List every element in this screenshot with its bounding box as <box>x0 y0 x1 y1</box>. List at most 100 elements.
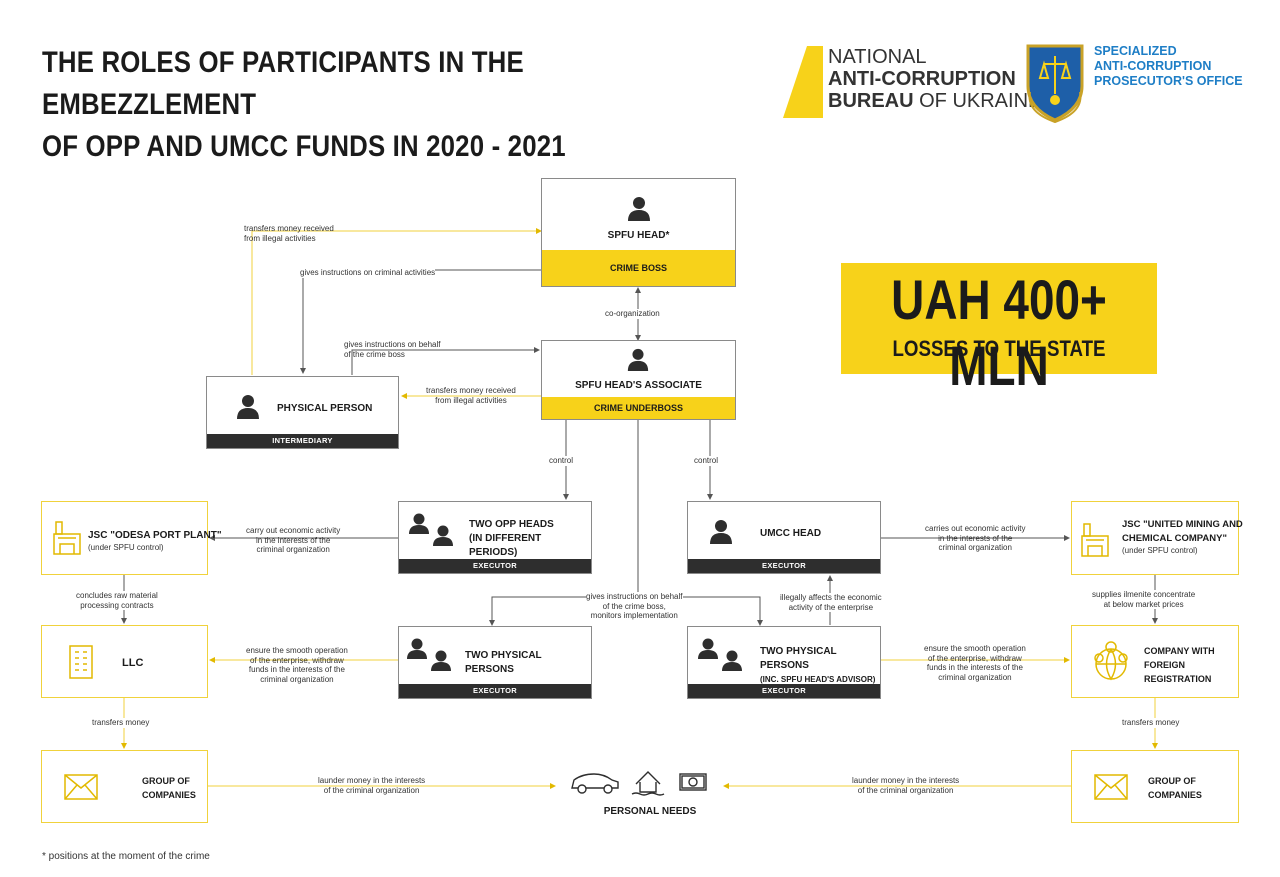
losses-caption: LOSSES TO THE STATE <box>892 336 1106 361</box>
edge-label-control-left: control <box>549 456 574 466</box>
two-persons-right-line-1: TWO PHYSICAL PERSONS <box>760 646 837 671</box>
edge-text: funds in the interests of the <box>926 663 1023 672</box>
edge-text: of the criminal organization <box>323 785 420 795</box>
edge-text: criminal organization <box>938 672 1012 682</box>
umcc-company-note: (under SPFU control) <box>1122 546 1198 555</box>
group-left-line-2: COMPANIES <box>142 790 196 800</box>
node-group-left: GROUP OF COMPANIES <box>41 750 208 823</box>
umcc-company-name: JSC "UNITED MINING AND CHEMICAL COMPANY" <box>1122 518 1243 546</box>
edge-text: of the crime boss, <box>602 601 666 611</box>
edge-text: criminal organization <box>256 545 330 554</box>
edge-text: transfers money received <box>244 224 334 233</box>
edge-text: launder money in the interests <box>852 776 960 785</box>
foreign-line-3: REGISTRATION <box>1144 674 1212 684</box>
opp-heads-role: EXECUTOR <box>399 559 591 573</box>
two-persons-right-line-2: (INC. SPFU HEAD'S ADVISOR) <box>760 675 876 684</box>
edge-text: in the interests of the <box>938 533 1013 543</box>
node-umcc-company: JSC "UNITED MINING AND CHEMICAL COMPANY"… <box>1071 501 1243 575</box>
edge-text: of the enterprise, withdraw <box>928 653 1022 663</box>
edge-text: carry out economic activity <box>246 526 341 535</box>
two-persons-icon <box>407 638 451 671</box>
edge-text: from illegal activities <box>435 395 507 405</box>
personal-needs-icons <box>571 771 707 796</box>
cash-icon <box>679 773 707 791</box>
foreign-line-2: FOREIGN <box>1144 660 1186 670</box>
edge-label-instructions: gives instructions on criminal activitie… <box>300 268 436 278</box>
person-icon <box>237 395 259 419</box>
nabu-logo-icon <box>783 46 823 118</box>
edge-text: gives instructions on behalf <box>586 592 683 601</box>
title-line-2: OF OPP AND UMCC FUNDS IN 2020 - 2021 <box>42 130 566 163</box>
group-right-line-1: GROUP OF <box>1148 776 1196 786</box>
sapo-line-3: PROSECUTOR'S OFFICE <box>1094 74 1243 88</box>
node-llc: LLC <box>41 625 208 698</box>
nabu-line-3b: OF UKRAINE <box>913 90 1042 112</box>
title-line-1: THE ROLES OF PARTICIPANTS IN THE EMBEZZL… <box>42 46 524 121</box>
umcc-head-role: EXECUTOR <box>688 559 880 573</box>
building-icon <box>69 645 93 679</box>
spfu-head-name: SPFU HEAD* <box>607 230 670 241</box>
sapo-shield-icon <box>1026 44 1084 124</box>
person-icon <box>710 520 732 544</box>
edge-text: supplies ilmenite concentrate <box>1092 590 1196 599</box>
two-persons-left-name: TWO PHYSICAL PERSONS <box>465 650 542 675</box>
edge-text: criminal organization <box>260 674 334 684</box>
edge-label-transfers-right: transfers money <box>1122 718 1180 728</box>
node-opp-heads: TWO OPP HEADS (IN DIFFERENT PERIODS) EXE… <box>398 501 592 574</box>
nabu-line-2: ANTI-CORRUPTION <box>828 68 1016 90</box>
sapo-line-2: ANTI-CORRUPTION <box>1094 59 1212 73</box>
edge-text: funds in the interests of the <box>248 665 345 674</box>
factory-icon <box>53 521 81 555</box>
nabu-logo-text: NATIONAL ANTI-CORRUPTION BUREAU OF UKRAI… <box>828 46 1041 112</box>
node-odesa-port-plant: JSC "ODESA PORT PLANT" (under SPFU contr… <box>41 501 222 575</box>
physical-person-role: INTERMEDIARY <box>207 434 398 448</box>
edge-text: ensure the smooth operation <box>246 646 348 655</box>
personal-needs-label: PERSONAL NEEDS <box>603 806 697 817</box>
two-persons-icon <box>698 638 742 671</box>
edge-text: ensure the smooth operation <box>924 644 1026 653</box>
edge-text: of the crime boss <box>344 349 405 359</box>
edge-text: transfers money received <box>426 386 516 395</box>
opp-heads-name: TWO OPP HEADS (IN DIFFERENT PERIODS) <box>469 518 591 560</box>
edge-text: at below market prices <box>1103 599 1184 609</box>
two-persons-icon <box>409 513 453 546</box>
edge-text: launder money in the interests <box>318 776 426 785</box>
losses-amount: UAH 400+ MLN <box>891 268 1107 397</box>
two-persons-left-role: EXECUTOR <box>399 684 591 698</box>
edge-text: of the enterprise, withdraw <box>250 655 344 665</box>
node-spfu-associate: SPFU HEAD'S ASSOCIATE CRIME UNDERBOSS <box>541 340 736 420</box>
edge-text: of the criminal organization <box>857 785 954 795</box>
page-title: THE ROLES OF PARTICIPANTS IN THE EMBEZZL… <box>42 42 644 168</box>
node-foreign-company: COMPANY WITH FOREIGN REGISTRATION <box>1071 625 1239 698</box>
edge-text: in the interests of the <box>256 535 331 545</box>
node-two-persons-right: TWO PHYSICAL PERSONS (INC. SPFU HEAD'S A… <box>687 626 881 699</box>
odesa-name: JSC "ODESA PORT PLANT" <box>88 530 222 541</box>
foreign-name: COMPANY WITH FOREIGN REGISTRATION <box>1144 644 1215 686</box>
llc-name: LLC <box>122 657 144 669</box>
car-icon <box>571 773 619 794</box>
sapo-line-1: SPECIALIZED <box>1094 44 1177 58</box>
associate-name: SPFU HEAD'S ASSOCIATE <box>575 380 702 391</box>
associate-role: CRIME UNDERBOSS <box>542 397 735 419</box>
edge-text: processing contracts <box>80 600 154 610</box>
spfu-head-role: CRIME BOSS <box>542 250 735 286</box>
edge-label-co-organization: co-organization <box>605 309 660 319</box>
group-left-line-1: GROUP OF <box>142 776 190 786</box>
person-icon <box>627 348 649 371</box>
node-group-right: GROUP OF COMPANIES <box>1071 750 1239 823</box>
edge-text: criminal organization <box>938 543 1012 552</box>
opp-heads-line-1: TWO OPP HEADS <box>469 519 554 530</box>
envelope-icon <box>64 774 98 800</box>
umcc-company-line-2: CHEMICAL COMPANY" <box>1122 533 1227 544</box>
envelope-icon <box>1094 774 1128 800</box>
edge-text: illegally affects the economic <box>780 593 882 602</box>
